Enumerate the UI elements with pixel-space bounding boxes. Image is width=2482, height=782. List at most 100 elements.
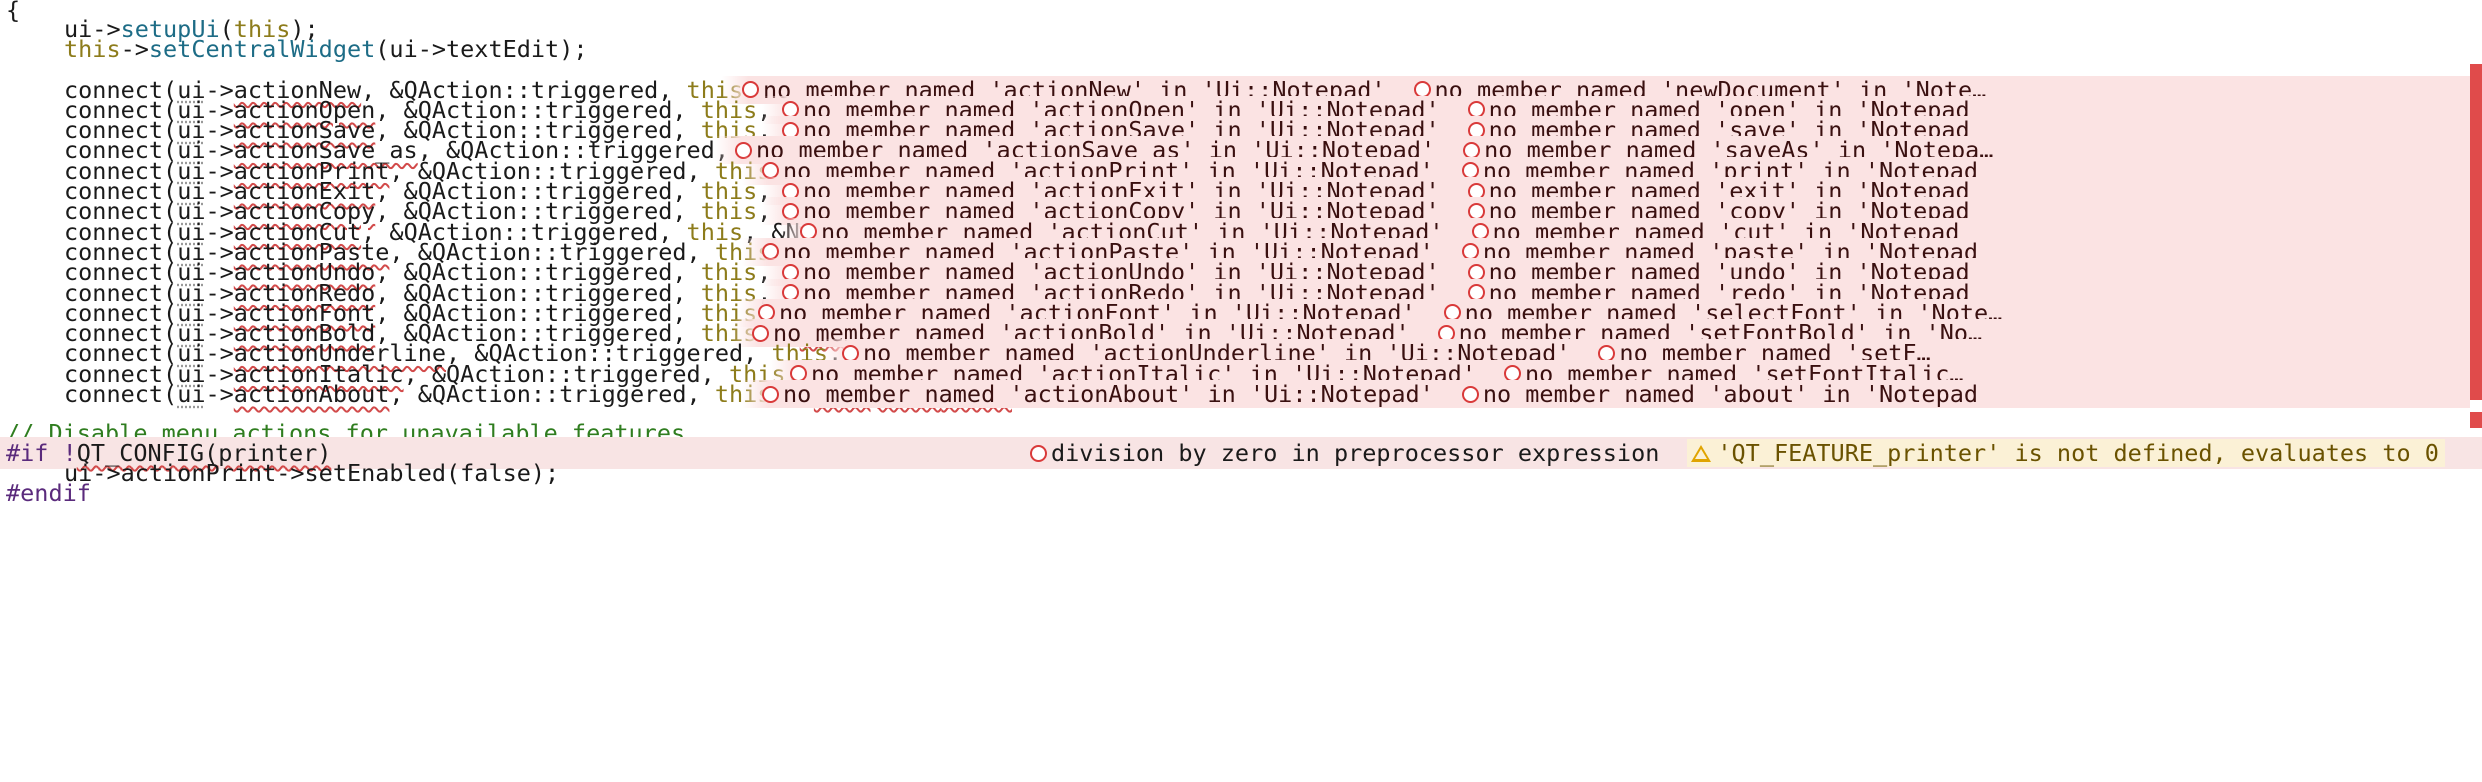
token-connect: connect( xyxy=(64,75,178,104)
token-arrow: -> xyxy=(205,116,234,145)
code-text: connect(ui->actionUndo, &QAction::trigge… xyxy=(64,256,1012,288)
token-action-member: actionPaste xyxy=(233,237,390,266)
token-function: setupUi xyxy=(120,15,220,43)
token-ui: ui xyxy=(177,359,206,388)
warning-diagnostic[interactable]: 'QT_FEATURE_printer' is not defined, eva… xyxy=(1687,439,2445,467)
scrollbar-error-marker[interactable] xyxy=(2470,412,2482,428)
token-ui: ui xyxy=(177,75,206,104)
token-this: this xyxy=(700,258,758,287)
token-ui: ui xyxy=(177,319,206,348)
token-ui: ui xyxy=(177,298,206,327)
brace-open: { xyxy=(6,0,21,24)
token-signal: , &QAction::triggered, xyxy=(361,75,687,104)
token-arrow: -> xyxy=(205,359,234,388)
token-connect: connect( xyxy=(64,177,178,205)
token-qt-config: QT_CONFIG(printer) xyxy=(76,439,332,467)
token-signal: , &QAction::triggered, xyxy=(375,278,701,307)
token-arrow: -> xyxy=(205,278,234,307)
token-connect: connect( xyxy=(64,95,178,124)
token-connect: connect( xyxy=(64,237,178,266)
token-arrow: -> xyxy=(205,217,234,246)
token-signal: , &QAction::triggered, xyxy=(375,177,701,205)
code-line-setcentral[interactable]: this->setCentralWidget(ui->textEdit); xyxy=(0,33,2482,65)
token-signal: , &QAction::triggered, xyxy=(389,156,715,185)
token-connect: connect( xyxy=(64,197,178,226)
error-icon xyxy=(762,385,779,403)
token-action-member: actionRedo xyxy=(233,278,376,307)
token-ui: ui xyxy=(177,258,206,287)
token-preproc-if: #if ! xyxy=(6,439,77,467)
code-line-connect[interactable]: connect(ui->actionAbout, &QAction::trigg… xyxy=(0,378,2482,410)
error-message: division by zero in preprocessor express… xyxy=(1051,439,1660,467)
token-action-member: actionPrint xyxy=(233,156,390,185)
token-ui: ui xyxy=(177,217,206,246)
code-text: #if !QT_CONFIG(printer) xyxy=(6,437,331,469)
token-paren: ( xyxy=(375,35,390,63)
error-message: no member named 'actionAbout' in 'Ui::No… xyxy=(783,380,1434,408)
token-this: this xyxy=(700,95,758,124)
token-arrow: -> xyxy=(205,298,234,327)
token-signal: , &QAction::triggered, xyxy=(361,217,687,246)
token-signal: , &QAction::triggered, xyxy=(375,95,701,124)
token-connect: connect( xyxy=(64,319,178,348)
token-arg: ui->textEdit xyxy=(389,35,560,63)
token-end: ); xyxy=(290,15,319,43)
error-message: no member named 'about' in 'Notepad xyxy=(1482,380,1979,408)
scrollbar-error-markers[interactable] xyxy=(2470,64,2482,400)
code-line-endif[interactable]: #endif xyxy=(0,477,2482,509)
token-arrow: -> xyxy=(205,237,234,266)
token-arrow: -> xyxy=(120,35,149,63)
code-line-disable[interactable]: ui->actionPrint->setEnabled(false); xyxy=(0,457,2482,489)
token-action-member: actionFont xyxy=(233,298,376,327)
code-line-brace[interactable]: { xyxy=(0,0,2482,26)
token-this: this xyxy=(64,35,121,63)
token-action-member: actionSave_as xyxy=(233,136,418,165)
token-ui: ui xyxy=(177,339,206,368)
token-ui: ui xyxy=(177,156,206,185)
code-line-preproc-if[interactable]: #if !QT_CONFIG(printer) division by zero … xyxy=(0,437,2482,469)
error-diagnostic[interactable]: no member named 'actionBold' in 'Ui::Not… xyxy=(752,319,1410,347)
token-action-member: actionExit xyxy=(233,177,376,205)
token-connect: connect( xyxy=(64,258,178,287)
token-this: this xyxy=(700,177,758,205)
token-ui: ui xyxy=(177,237,206,266)
error-diagnostic[interactable]: no member named 'actionAbout' in 'Ui::No… xyxy=(762,380,1434,408)
token-this: this xyxy=(686,217,744,246)
token-connect: connect( xyxy=(64,339,178,368)
token-connect: connect( xyxy=(64,359,178,388)
inline-diagnostics[interactable]: no member named 'actionAbout' in 'Ui::No… xyxy=(742,380,2470,408)
token-signal: , &QAction::triggered, xyxy=(375,319,701,348)
token-signal: , &QAction::triggered, xyxy=(403,359,729,388)
token-action-member: actionNew xyxy=(233,75,362,104)
token-ui: ui xyxy=(177,136,206,165)
token-arrow: -> xyxy=(205,156,234,185)
token-ui: ui xyxy=(64,15,93,43)
token-ui: ui xyxy=(177,177,206,205)
token-action-member: actionItalic xyxy=(233,359,404,388)
inline-diagnostics[interactable]: no member named 'actionOpen' in 'Ui::Not… xyxy=(762,95,2470,124)
inline-diagnostics[interactable]: no member named 'actionExit' in 'Ui::Not… xyxy=(762,177,2470,205)
token-ui: ui xyxy=(177,278,206,307)
token-signal: , &QAction::triggered, xyxy=(389,237,715,266)
error-icon xyxy=(1461,385,1479,403)
token-arrow: -> xyxy=(205,258,234,287)
token-signal: , &QAction::triggered, xyxy=(375,197,701,226)
code-line-setupui[interactable]: ui->setupUi(this); xyxy=(0,13,2482,45)
inline-diagnostics[interactable]: division by zero in preprocessor express… xyxy=(1030,439,2482,467)
token-action-member: actionBold xyxy=(233,319,376,348)
token-signal: , &QAction::triggered, xyxy=(446,339,772,368)
token-arrow: -> xyxy=(205,197,234,226)
token-action-member: actionUnderline xyxy=(233,339,447,368)
token-connect: connect( xyxy=(64,217,178,246)
token-ui: ui xyxy=(177,95,206,124)
error-diagnostic[interactable]: no member named 'about' in 'Notepad xyxy=(1461,380,1979,408)
token-function: setCentralWidget xyxy=(148,35,376,63)
token-arrow: -> xyxy=(92,15,121,43)
token-connect: connect( xyxy=(64,116,178,145)
code-text: ui->actionPrint->setEnabled(false); xyxy=(64,459,560,487)
error-icon xyxy=(742,81,759,98)
token-action-member: actionOpen xyxy=(233,95,376,124)
error-message: no member named 'actionBold' in 'Ui::Not… xyxy=(773,319,1410,348)
error-diagnostic[interactable]: division by zero in preprocessor express… xyxy=(1030,439,1659,467)
